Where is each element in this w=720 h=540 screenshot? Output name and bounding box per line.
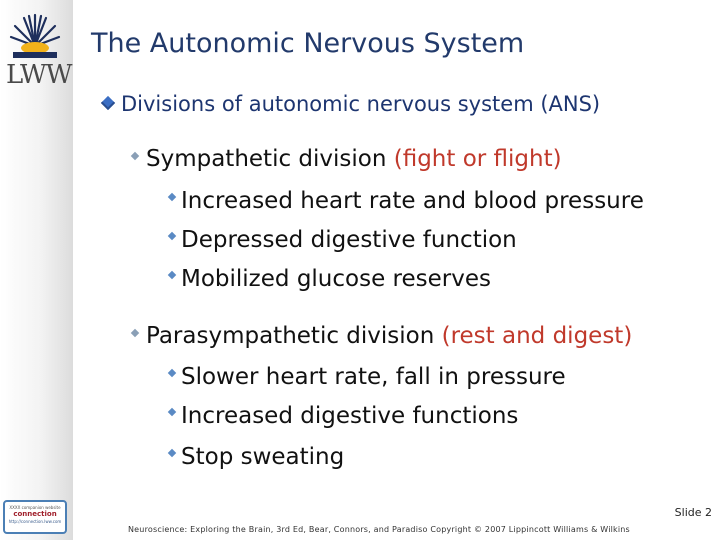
list-item-text: Slower heart rate, fall in pressure [181,364,566,390]
sunburst-logo-icon [9,13,61,58]
section-label: Parasympathetic division [146,323,442,349]
list-item-text: Increased digestive functions [181,403,519,429]
list-item-text: Depressed digestive function [181,227,517,253]
list-item-text: Stop sweating [181,444,345,470]
section-parasympathetic: Parasympathetic division (rest and diges… [130,323,632,349]
diamond-bullet-icon [167,270,177,279]
diamond-bullet-icon [167,231,177,240]
connection-badge[interactable]: XXXX companion website connection http:/… [3,500,67,534]
diamond-bullet-icon [167,407,177,416]
heading-bullet: Divisions of autonomic nervous system (A… [100,92,600,116]
diamond-bullet-icon [130,151,140,160]
list-item: Depressed digestive function [167,227,517,253]
badge-line-3: http://connection.lww.com [8,519,62,524]
diamond-bullet-icon [167,192,177,201]
list-item: Stop sweating [167,444,344,470]
section-accent: (rest and digest) [441,323,633,349]
badge-line-2: connection [13,510,57,518]
slide-title: The Autonomic Nervous System [91,28,525,59]
lww-logo-text: LWW [6,60,72,90]
slide-number: Slide 2 [674,506,712,519]
heading-text: Divisions of autonomic nervous system (A… [121,92,601,116]
diamond-bullet-icon [130,328,140,337]
sidebar: LWW XXXX companion website connection ht… [0,0,73,540]
section-label: Sympathetic division [146,146,394,172]
diamond-bullet-icon [100,95,116,111]
badge-line-1: XXXX companion website [9,505,61,510]
list-item-text: Increased heart rate and blood pressure [181,188,644,214]
list-item: Slower heart rate, fall in pressure [167,364,566,390]
list-item: Mobilized glucose reserves [167,266,491,292]
list-item: Increased heart rate and blood pressure [167,188,644,214]
footer-copyright: Neuroscience: Exploring the Brain, 3rd E… [128,525,630,534]
diamond-bullet-icon [167,368,177,377]
diamond-bullet-icon [167,448,177,457]
section-accent: (fight or flight) [393,146,562,172]
list-item-text: Mobilized glucose reserves [181,266,491,292]
section-sympathetic: Sympathetic division (fight or flight) [130,146,562,172]
list-item: Increased digestive functions [167,403,518,429]
